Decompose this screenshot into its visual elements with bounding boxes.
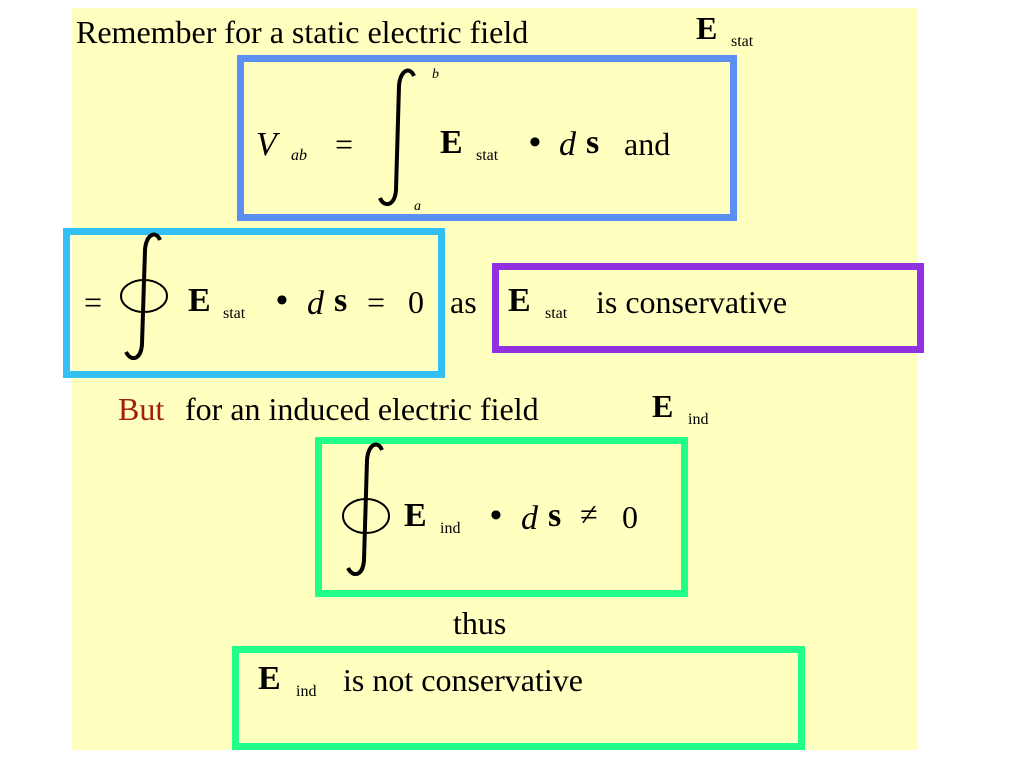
zero-value: 0 xyxy=(408,284,424,320)
equals-sign: = xyxy=(84,284,103,320)
upper-limit: b xyxy=(432,67,439,82)
induced-intro-text: for an induced electric field xyxy=(185,391,539,427)
conservative-box xyxy=(492,263,924,353)
field-symbol: E xyxy=(404,497,427,534)
static-field-symbol: E xyxy=(696,10,718,46)
field-subscript: stat xyxy=(476,147,499,164)
lower-limit: a xyxy=(414,199,421,214)
conservative-text: is conservative xyxy=(596,284,788,320)
field-symbol: E xyxy=(188,282,211,319)
static-field-subscript: stat xyxy=(731,33,754,50)
as-text: as xyxy=(450,284,477,320)
field-subscript: stat xyxy=(223,305,246,322)
potential-equation-box xyxy=(237,55,737,221)
dot-product: • xyxy=(529,124,541,161)
but-highlight: But xyxy=(118,391,165,427)
field-symbol: E xyxy=(508,282,531,319)
potential-symbol: V xyxy=(256,126,277,163)
field-symbol: E xyxy=(440,124,463,161)
differential-d: d xyxy=(307,285,324,322)
path-s: s xyxy=(334,282,348,319)
differential-d: d xyxy=(521,500,538,537)
and-text: and xyxy=(624,126,671,162)
closed-loop-equation-box xyxy=(63,228,445,378)
induced-field-symbol: E xyxy=(652,388,674,424)
closed-integral-icon xyxy=(342,442,390,577)
conclusion-box xyxy=(232,646,805,750)
thus-text: thus xyxy=(453,605,507,641)
equals-sign: = xyxy=(335,126,354,162)
path-s: s xyxy=(548,497,562,534)
intro-text: Remember for a static electric field xyxy=(76,14,529,50)
field-subscript: ind xyxy=(440,520,461,537)
dot-product: • xyxy=(276,282,288,319)
not-equal-sign: ≠ xyxy=(580,496,598,532)
dot-product: • xyxy=(490,497,502,534)
induced-field-subscript: ind xyxy=(688,411,709,428)
integral-icon xyxy=(378,68,416,207)
closed-integral-icon xyxy=(120,232,168,361)
path-s: s xyxy=(586,124,600,161)
field-symbol: E xyxy=(258,660,281,697)
slide-background xyxy=(72,8,918,750)
equals-sign: = xyxy=(367,284,386,320)
differential-d: d xyxy=(559,126,576,163)
zero-value: 0 xyxy=(622,499,638,535)
induced-equation-box xyxy=(315,437,688,597)
potential-subscript: ab xyxy=(291,147,307,164)
field-subscript: stat xyxy=(545,305,568,322)
field-subscript: ind xyxy=(296,683,317,700)
not-conservative-text: is not conservative xyxy=(343,662,583,698)
